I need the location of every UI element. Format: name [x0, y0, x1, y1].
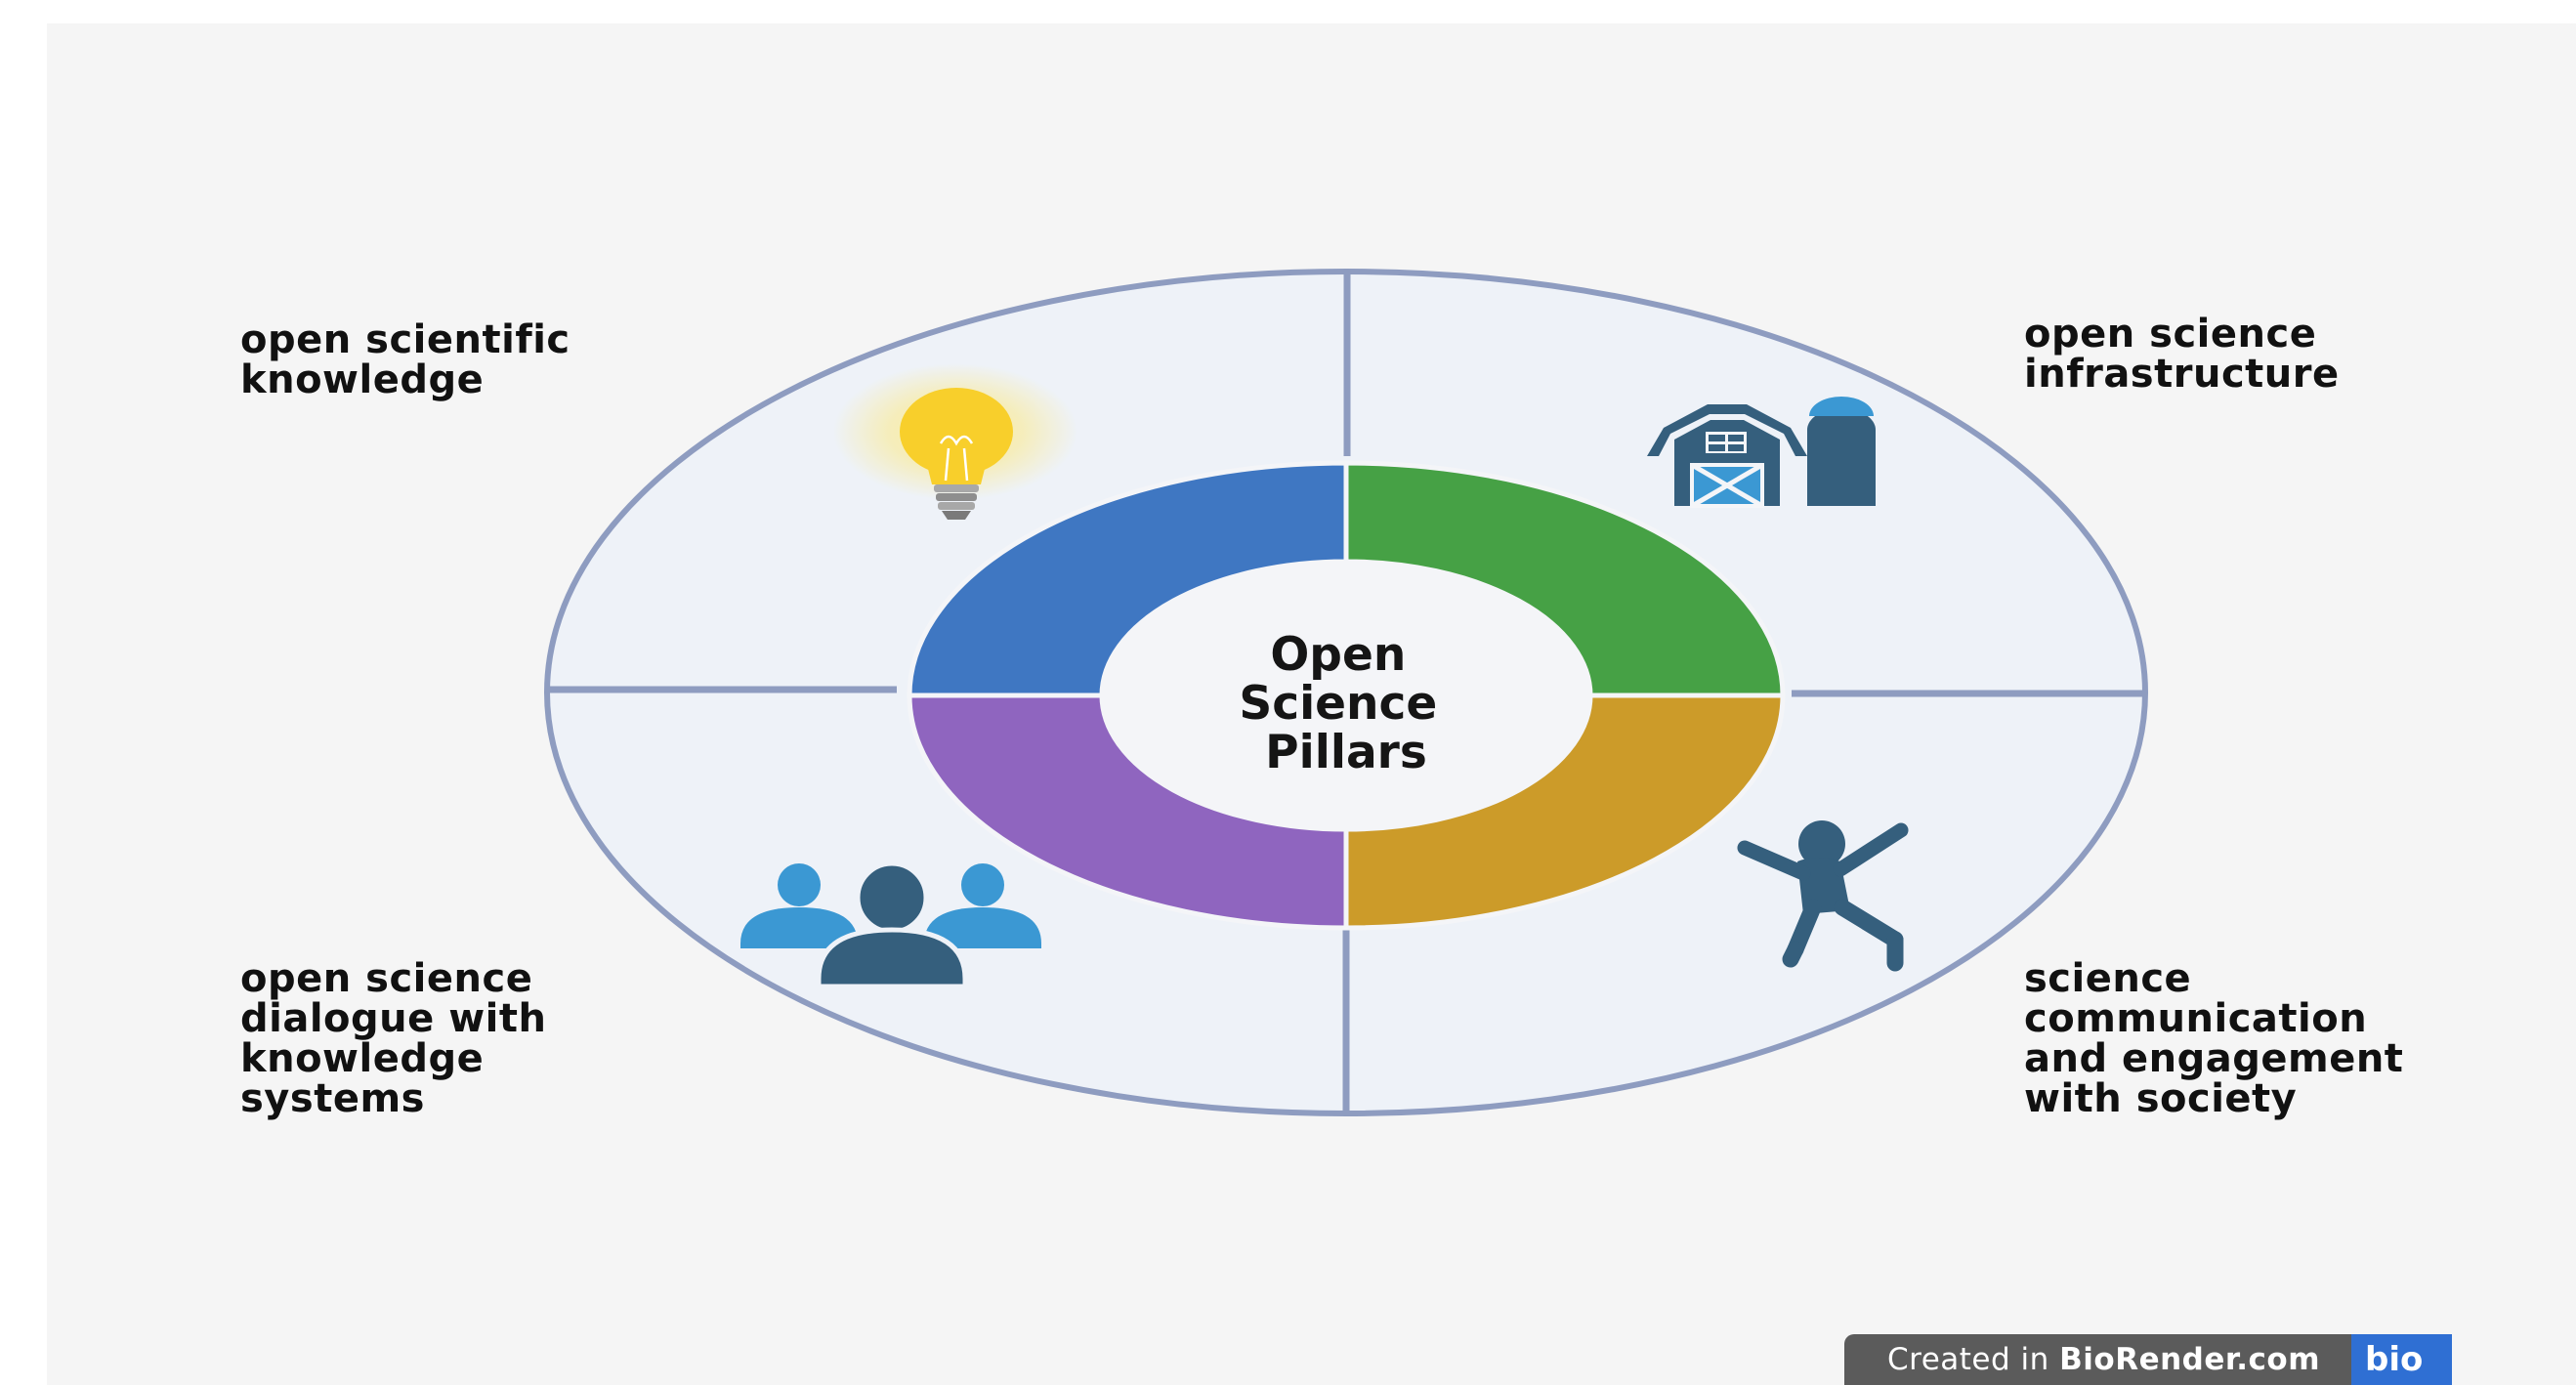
pillar-ring [907, 460, 1786, 931]
center-circle [1102, 562, 1590, 829]
people-group-icon [740, 860, 1041, 989]
watermark-text: Created in BioRender.com [1887, 1342, 2321, 1377]
pillar-label-science-communication: science communication and engagement wit… [2024, 956, 2404, 1121]
cheering-person-icon [1737, 820, 1909, 972]
diagram-canvas: Open Science Pillars [47, 23, 2576, 1385]
barn-silo-icon [1647, 397, 1876, 509]
pillar-label-open-science-infrastructure: open science infrastructure [2024, 312, 2340, 397]
pillar-label-open-scientific-knowledge: open scientific knowledge [240, 317, 570, 402]
center-title: Open Science Pillars [1239, 628, 1453, 779]
pillar-label-open-science-dialogue: open science dialogue with knowledge sys… [240, 956, 547, 1121]
open-science-pillars-diagram: Open Science Pillars [544, 269, 2148, 1116]
lightbulb-icon [833, 363, 1077, 520]
biorender-watermark[interactable]: Created in BioRender.com bio [1844, 1334, 2453, 1385]
biorender-logo: bio [2351, 1334, 2453, 1385]
